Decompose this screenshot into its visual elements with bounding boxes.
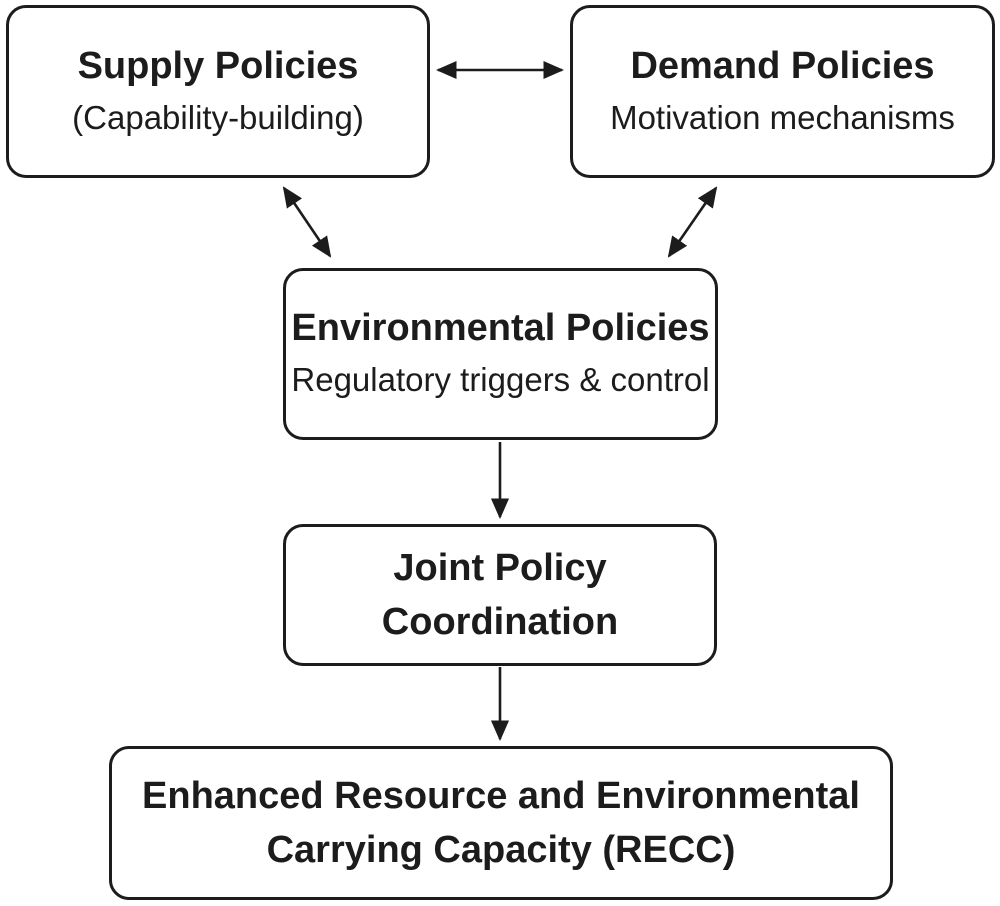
node-environmental-policies: Environmental Policies Regulatory trigge…	[283, 268, 718, 440]
demand-policies-title: Demand Policies	[630, 44, 935, 87]
recc-title-line1: Enhanced Resource and Environmental	[142, 775, 860, 817]
environmental-policies-subtitle: Regulatory triggers & control	[291, 361, 710, 398]
recc-title-line2: Carrying Capacity (RECC)	[266, 829, 736, 871]
node-joint-policy-coordination: Joint Policy Coordination	[283, 524, 717, 666]
supply-policies-title: Supply Policies	[77, 44, 359, 87]
node-recc: Enhanced Resource and Environmental Carr…	[109, 746, 893, 900]
environmental-policies-title: Environmental Policies	[291, 307, 710, 349]
supply-environmental-double-arrow	[282, 186, 332, 258]
joint-policy-title-line1: Joint Policy	[393, 547, 607, 589]
joint-policy-title-line2: Coordination	[381, 601, 619, 643]
demand-environmental-double-arrow	[667, 186, 718, 258]
demand-policies-subtitle: Motivation mechanisms	[610, 98, 955, 136]
node-demand-policies: Demand Policies Motivation mechanisms	[570, 5, 995, 178]
supply-policies-subtitle: (Capability-building)	[72, 98, 364, 136]
node-supply-policies: Supply Policies (Capability-building)	[6, 5, 430, 178]
